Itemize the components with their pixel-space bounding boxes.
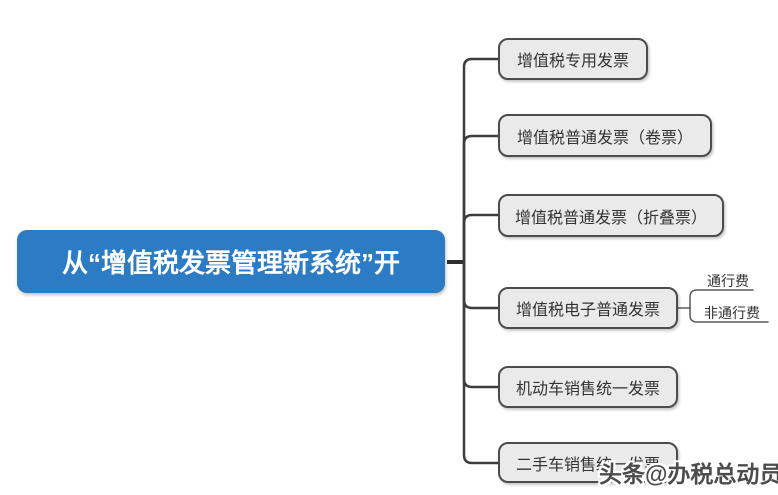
branch-line-1 <box>462 57 500 264</box>
subtopic-line-nontollfee <box>689 307 769 323</box>
branch-line-3 <box>462 213 500 264</box>
watermark: 头条@办税总动员 <box>599 461 778 487</box>
branch-topic-general-vat-invoice-folded[interactable]: 增值税普通发票（折叠票） <box>498 194 724 237</box>
branch-line-4 <box>462 260 500 310</box>
branch-line-2 <box>462 134 500 264</box>
branch-line-5 <box>462 260 500 389</box>
branch-topic-special-vat-invoice[interactable]: 增值税专用发票 <box>498 38 648 80</box>
branch-topic-electronic-general-vat-invoice[interactable]: 增值税电子普通发票 <box>498 287 678 329</box>
subtopic-toll-fee[interactable]: 通行费 <box>707 273 749 289</box>
branch-topic-general-vat-invoice-roll[interactable]: 增值税普通发票（卷票） <box>498 114 712 157</box>
branch-topic-used-car-invoice[interactable]: 二手车销售统一发票 <box>498 442 678 483</box>
branch-topic-motor-vehicle-invoice[interactable]: 机动车销售统一发票 <box>498 366 678 408</box>
branch-line-6 <box>462 260 500 465</box>
root-topic[interactable]: 从“增值税发票管理新系统”开 <box>17 230 445 293</box>
subtopic-line-tollfee <box>689 289 754 309</box>
subtopic-non-toll-fee[interactable]: 非通行费 <box>704 305 760 321</box>
